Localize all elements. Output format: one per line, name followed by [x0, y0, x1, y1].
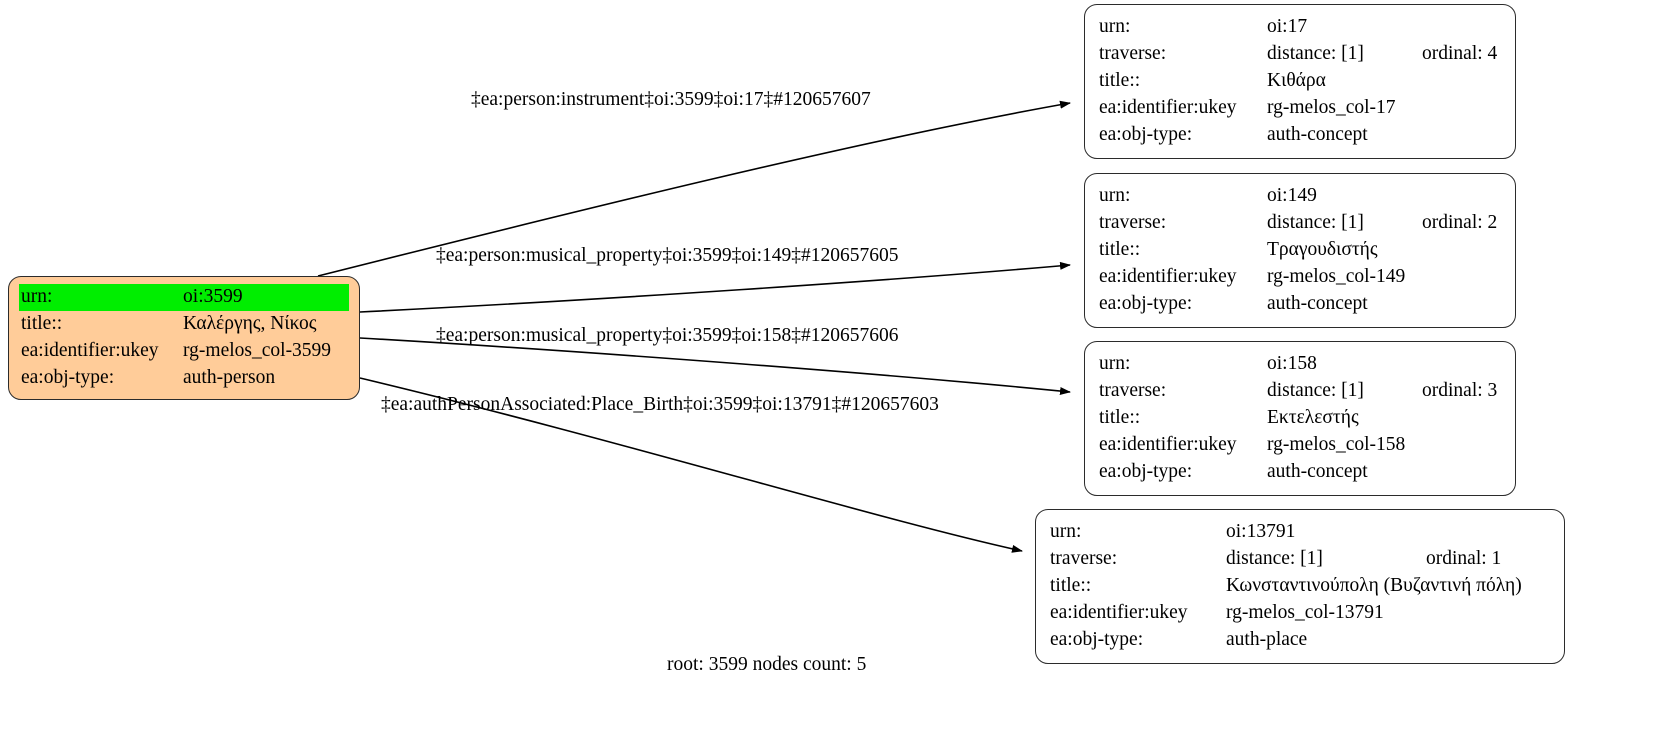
node-row-key: traverse:	[1099, 42, 1167, 64]
node-row: traverse: distance: [1] ordinal: 4	[1099, 41, 1501, 68]
node-row-key: title::	[21, 312, 63, 334]
node-row-key: ea:identifier:ukey	[1099, 433, 1237, 455]
node-row-value: distance: [1]	[1267, 42, 1364, 64]
node-row-value: distance: [1]	[1267, 211, 1364, 233]
node-row-key: ea:identifier:ukey	[1099, 265, 1237, 287]
node-row-key: urn:	[1099, 185, 1131, 206]
node-row-value: rg-melos_col-13791	[1226, 601, 1384, 623]
node-row: urn: oi:17	[1099, 14, 1501, 41]
edge-label-musical-property-149: ‡ea:person:musical_property‡oi:3599‡oi:1…	[436, 245, 899, 266]
node-oi149[interactable]: urn: oi:149 traverse: distance: [1] ordi…	[1084, 173, 1516, 328]
node-row: ea:obj-type: auth-concept	[1099, 291, 1501, 318]
node-row-key: ea:obj-type:	[1050, 628, 1144, 650]
edge-oi3599-to-oi149	[359, 261, 1071, 313]
node-row: traverse: distance: [1] ordinal: 2	[1099, 210, 1501, 237]
node-row-key: traverse:	[1099, 211, 1167, 233]
node-oi13791[interactable]: urn: oi:13791 traverse: distance: [1] or…	[1035, 509, 1565, 664]
node-row: title:: Εκτελεστής	[1099, 405, 1501, 432]
node-row: title:: Καλέργης, Νίκος	[19, 311, 349, 338]
node-row-value: oi:3599	[183, 284, 347, 311]
node-row-value: rg-melos_col-3599	[183, 339, 332, 361]
node-row-value: auth-place	[1226, 628, 1308, 650]
node-oi17[interactable]: urn: oi:17 traverse: distance: [1] ordin…	[1084, 4, 1516, 159]
node-row-value: auth-concept	[1267, 460, 1368, 482]
node-row: ea:obj-type: auth-person	[19, 365, 349, 392]
node-row-key: urn:	[1099, 353, 1131, 374]
edge-label-person-instrument: ‡ea:person:instrument‡oi:3599‡oi:17‡#120…	[471, 89, 871, 110]
node-row: ea:identifier:ukey rg-melos_col-17	[1099, 95, 1501, 122]
node-row-value: oi:158	[1267, 353, 1317, 374]
node-row: urn: oi:13791	[1050, 519, 1550, 546]
node-row-key: title::	[1099, 406, 1141, 428]
node-row-key: urn:	[1099, 16, 1131, 37]
node-row-key: ea:obj-type:	[1099, 460, 1193, 482]
node-row: ea:obj-type: auth-place	[1050, 627, 1550, 654]
node-row-value: auth-person	[183, 366, 276, 388]
node-row-key: ea:identifier:ukey	[1099, 96, 1237, 118]
node-row-value: rg-melos_col-158	[1267, 433, 1406, 455]
node-row: traverse: distance: [1] ordinal: 1	[1050, 546, 1550, 573]
node-row-value: oi:149	[1267, 185, 1317, 206]
node-row-value: oi:13791	[1226, 521, 1296, 542]
node-row: ea:identifier:ukey rg-melos_col-158	[1099, 432, 1501, 459]
node-row-value: Καλέργης, Νίκος	[183, 312, 317, 334]
node-row-value: Εκτελεστής	[1267, 406, 1359, 428]
node-row-extra: ordinal: 4	[1422, 42, 1498, 64]
node-row-value: Κιθάρα	[1267, 69, 1326, 91]
node-row-key: urn:	[21, 284, 184, 311]
node-oi158[interactable]: urn: oi:158 traverse: distance: [1] ordi…	[1084, 341, 1516, 496]
node-row-key: ea:identifier:ukey	[1050, 601, 1188, 623]
node-row: urn: oi:149	[1099, 183, 1501, 210]
node-row-value: distance: [1]	[1267, 379, 1364, 401]
node-row: ea:obj-type: auth-concept	[1099, 459, 1501, 486]
node-row-key: traverse:	[1050, 547, 1118, 569]
node-row-key: ea:obj-type:	[21, 366, 115, 388]
node-root-oi3599[interactable]: urn: oi:3599 title:: Καλέργης, Νίκος ea:…	[8, 276, 360, 400]
node-row: urn: oi:3599	[19, 284, 349, 311]
node-row-value: rg-melos_col-17	[1267, 96, 1396, 118]
node-row: ea:identifier:ukey rg-melos_col-3599	[19, 338, 349, 365]
node-row-key: ea:obj-type:	[1099, 123, 1193, 145]
node-row-key: title::	[1099, 69, 1141, 91]
node-row-key: title::	[1050, 574, 1092, 596]
node-row: urn: oi:158	[1099, 351, 1501, 378]
node-row-value: oi:17	[1267, 16, 1308, 37]
node-row-extra: ordinal: 1	[1426, 547, 1502, 569]
node-row: ea:identifier:ukey rg-melos_col-13791	[1050, 600, 1550, 627]
node-row: ea:obj-type: auth-concept	[1099, 122, 1501, 149]
node-row: title:: Τραγουδιστής	[1099, 237, 1501, 264]
node-row-value: auth-concept	[1267, 292, 1368, 314]
node-row-value: rg-melos_col-149	[1267, 265, 1406, 287]
node-row-value: distance: [1]	[1226, 547, 1323, 569]
node-row-key: ea:obj-type:	[1099, 292, 1193, 314]
node-row-key: ea:identifier:ukey	[21, 339, 159, 361]
node-row-key: traverse:	[1099, 379, 1167, 401]
node-row-key: urn:	[1050, 521, 1082, 542]
node-row: ea:identifier:ukey rg-melos_col-149	[1099, 264, 1501, 291]
graph-caption: root: 3599 nodes count: 5	[667, 654, 867, 675]
node-row: title:: Κωνσταντινούπολη (Βυζαντινή πόλη…	[1050, 573, 1550, 600]
node-row-extra: ordinal: 3	[1422, 379, 1498, 401]
edge-label-musical-property-158: ‡ea:person:musical_property‡oi:3599‡oi:1…	[436, 325, 899, 346]
edge-label-place-birth: ‡ea:authPersonAssociated:Place_Birth‡oi:…	[381, 394, 939, 415]
node-row-value: Τραγουδιστής	[1267, 238, 1378, 260]
node-row-value: auth-concept	[1267, 123, 1368, 145]
node-row: traverse: distance: [1] ordinal: 3	[1099, 378, 1501, 405]
node-row: title:: Κιθάρα	[1099, 68, 1501, 95]
node-row-extra: ordinal: 2	[1422, 211, 1498, 233]
node-row-value: Κωνσταντινούπολη (Βυζαντινή πόλη)	[1226, 574, 1522, 596]
node-row-key: title::	[1099, 238, 1141, 260]
